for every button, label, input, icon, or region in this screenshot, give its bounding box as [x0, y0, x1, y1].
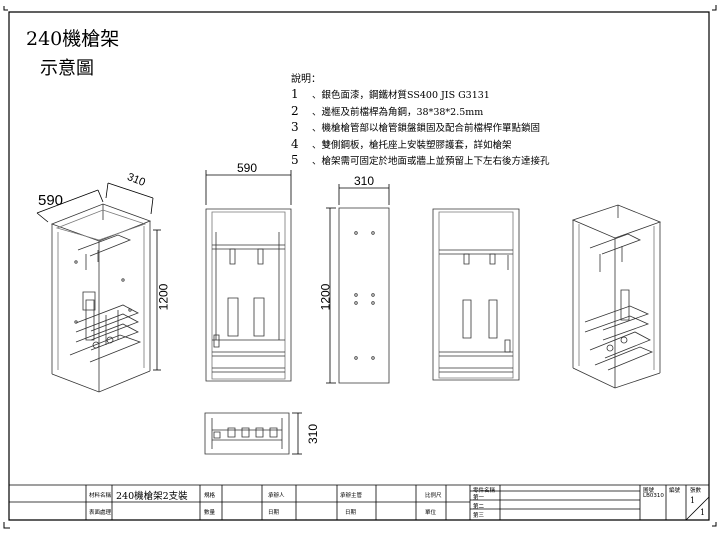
- note-item: 1 、銀色面漆，鋼鐵材質SS400 JIS G3131: [291, 87, 550, 103]
- tb-c4: 日期: [345, 510, 357, 516]
- tb-rev-label: 編號: [669, 488, 681, 494]
- notes-heading: 說明：: [291, 74, 321, 85]
- tb-sheet-label: 張數: [690, 488, 702, 494]
- iso-height-label: 1200: [156, 283, 171, 311]
- tb-spec-label: 規格: [204, 493, 216, 499]
- notes-block: 說明： 1 、銀色面漆，鋼鐵材質SS400 JIS G3131 2 、邊框及前檔桿為…: [291, 72, 550, 169]
- note-item: 4 、雙側鋼板，槍托座上安裝塑膠護套，詳如槍架: [291, 137, 550, 153]
- side-depth-label: 310: [354, 174, 375, 188]
- note-text: 、機槍槍管部以槍管鎖盤鎖固及配合前檔桿作單點鎖固: [312, 123, 541, 135]
- note-text: 、雙側鋼板，槍托座上安裝塑膠護套，詳如槍架: [312, 139, 512, 151]
- tb-sheet-total: 1: [700, 508, 706, 517]
- tb-doc-no: LB0310: [643, 493, 664, 499]
- note-number: 5: [291, 153, 299, 168]
- tb-c3: 日期: [268, 510, 280, 516]
- tb-scale-label: 比例尺: [425, 493, 442, 499]
- title-block-grid: [9, 485, 709, 520]
- note-text: 、銀色面漆，鋼鐵材質SS400 JIS G3131: [312, 90, 490, 102]
- tb-sheet-no: 1: [690, 496, 696, 505]
- top-depth-label: 310: [306, 423, 321, 445]
- side-view: [339, 208, 389, 383]
- drawing-subtitle: 示意圖: [40, 58, 94, 79]
- tb-product-c: 第三: [473, 513, 485, 519]
- note-number: 4: [291, 136, 299, 151]
- isometric-view-right: [573, 205, 660, 388]
- iso-left-dim-lines: [37, 183, 161, 370]
- side-dim-lines: [326, 184, 389, 383]
- note-item: 2 、邊框及前檔桿為角鋼，38*38*2.5mm: [291, 104, 550, 120]
- tb-c1: 承辦人: [268, 493, 285, 499]
- note-item: 3 、機槍槍管部以槍管鎖盤鎖固及配合前檔桿作單點鎖固: [291, 120, 550, 136]
- front-view: [206, 209, 291, 381]
- rear-view: [433, 209, 519, 380]
- tb-doc-label: 圖號: [643, 488, 655, 494]
- note-item: 5 、槍架需可固定於地面或牆上並預留上下左右後方達接孔: [291, 153, 550, 169]
- note-number: 1: [291, 87, 299, 102]
- tb-product-b: 第二: [473, 504, 485, 510]
- isometric-view-left: [52, 204, 150, 392]
- tb-c2: 承辦主管: [340, 493, 363, 499]
- side-height-label: 1200: [318, 283, 333, 311]
- tb-qty-label: 數量: [204, 510, 216, 516]
- tb-unit-label: 單位: [425, 510, 437, 516]
- tb-material-value: 240機槍架2支裝: [116, 491, 188, 502]
- front-width-label: 590: [237, 161, 258, 175]
- note-text: 、槍架需可固定於地面或牆上並預留上下左右後方達接孔: [312, 156, 550, 168]
- iso-width-label: 590: [38, 192, 64, 209]
- note-text: 、邊框及前檔桿為角鋼，38*38*2.5mm: [312, 106, 484, 118]
- corner-mark-bl: [4, 522, 10, 528]
- note-number: 3: [291, 120, 299, 135]
- tb-product-label: 零件名稱: [473, 488, 496, 494]
- tb-finish-label: 表面處理: [89, 510, 112, 516]
- drawing-title: 240機槍架: [26, 28, 120, 50]
- note-number: 2: [291, 103, 299, 118]
- tb-product-a: 第一: [473, 495, 485, 501]
- corner-mark-br: [712, 522, 716, 526]
- tb-material-label: 材料名稱: [89, 493, 112, 499]
- front-dim-lines: [206, 170, 291, 205]
- corner-mark-tr: [712, 5, 716, 10]
- corner-mark-tl: [4, 6, 8, 10]
- top-view: [205, 413, 289, 454]
- top-dim-lines: [292, 413, 302, 454]
